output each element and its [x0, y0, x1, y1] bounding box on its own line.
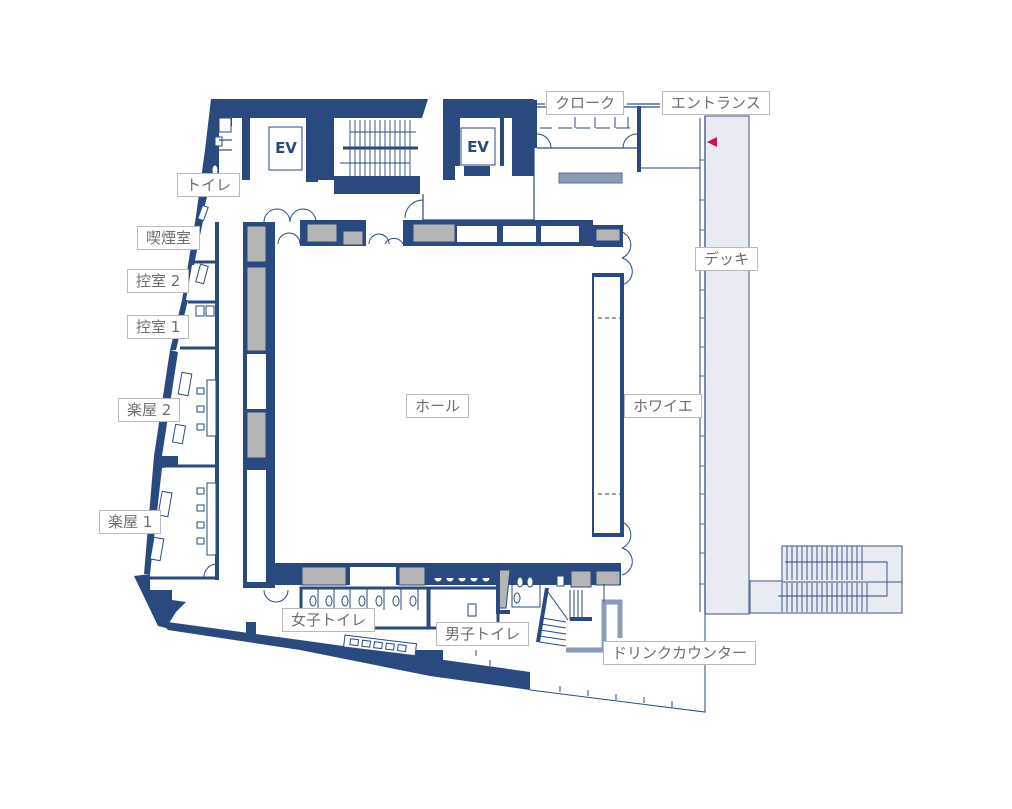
- room-label-waiting-room-1: 控室 1: [127, 315, 190, 339]
- room-label-hall: ホール: [406, 394, 470, 418]
- deck-area: [700, 115, 903, 615]
- bottom-edge-ticks: [475, 650, 673, 707]
- room-label-womens-toilet: 女子トイレ: [282, 608, 376, 632]
- back-stairs: [536, 584, 623, 653]
- room-label-toilet: トイレ: [177, 173, 241, 197]
- hall-doors: [263, 208, 633, 603]
- lobby: [404, 194, 534, 221]
- entrance-marker-icon: [707, 137, 717, 147]
- left-rooms: [149, 117, 232, 580]
- room-label-deck: デッキ: [695, 247, 759, 271]
- room-label-dressing-room-2: 楽屋 2: [118, 398, 181, 422]
- room-label-mens-toilet: 男子トイレ: [436, 622, 530, 646]
- room-label-entrance: エントランス: [662, 91, 770, 115]
- room-label-cloak: クローク: [546, 91, 625, 115]
- room-label-waiting-room-2: 控室 2: [127, 269, 190, 293]
- room-label-foyer: ホワイエ: [624, 394, 702, 418]
- mens-toilet-fixtures: [426, 568, 565, 630]
- elevator-left-label: EV: [275, 139, 297, 157]
- top-stairs: [340, 120, 418, 176]
- elevator-right-label: EV: [467, 138, 489, 156]
- room-label-drink-counter: ドリンクカウンター: [603, 641, 757, 665]
- room-label-dressing-room-1: 楽屋 1: [99, 510, 162, 534]
- cloak-area: [533, 103, 660, 220]
- room-label-smoking-room: 喫煙室: [137, 226, 201, 250]
- hall-walls: [243, 220, 624, 588]
